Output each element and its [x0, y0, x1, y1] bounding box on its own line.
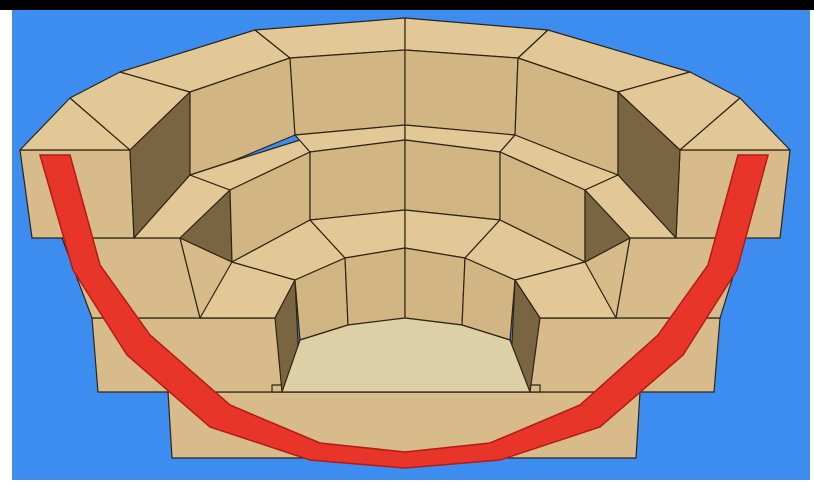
top-black-bar [0, 0, 814, 10]
inner-upper-block-3 [405, 50, 518, 135]
dome-cross-section-illustration [12, 10, 810, 480]
inner-upper-block-2 [290, 50, 405, 135]
inner-mid-block-2 [310, 140, 405, 220]
inner-low-block-2 [345, 248, 405, 325]
inner-low-block-3 [405, 248, 465, 325]
inner-mid-block-3 [405, 140, 500, 220]
